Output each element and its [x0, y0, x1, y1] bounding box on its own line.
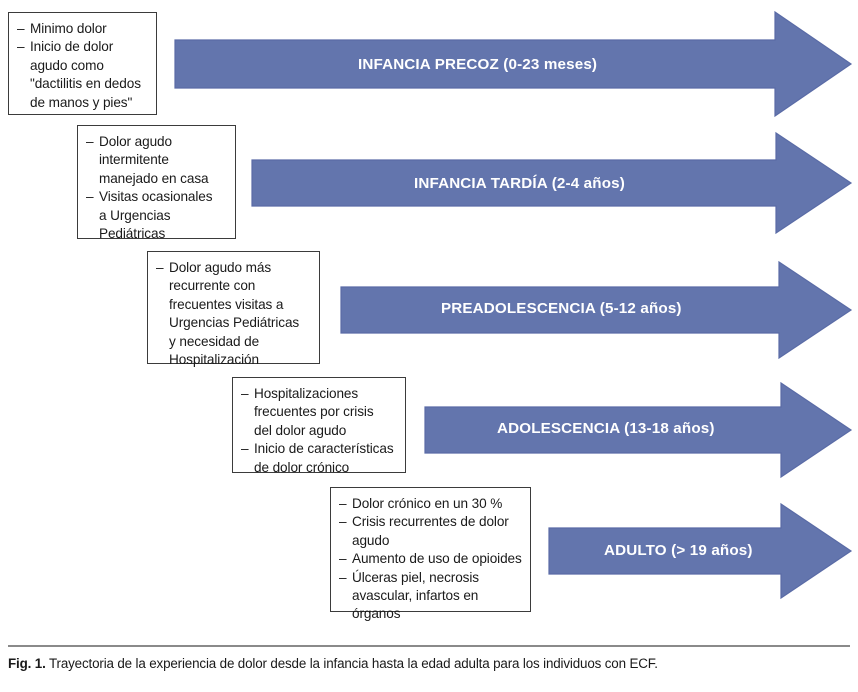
note-line: Hospitalizaciones [254, 386, 359, 401]
arrow-label-range-4: (> 19 años) [671, 542, 753, 559]
note-box-adulto: – Dolor crónico en un 30 % – Crisis recu… [330, 487, 531, 621]
note-line: Minimo dolor [30, 21, 107, 36]
arrow-label-range-3: (13-18 años) [624, 420, 715, 437]
bullet-dash: – [17, 21, 25, 36]
list-item: – Hospitalizaciones frecuentes por crisi… [241, 385, 397, 440]
note-list-4: – Dolor crónico en un 30 % – Crisis recu… [339, 495, 522, 624]
bullet-dash: – [241, 386, 249, 401]
note-line: "dactilitis en dedos [30, 76, 141, 92]
arrow-label-main-3: ADOLESCENCIA [497, 420, 620, 437]
figure-caption-text: Trayectoria de la experiencia de dolor d… [48, 656, 658, 671]
arrow-label-main-1: INFANCIA TARDÍA [414, 175, 548, 192]
note-box-preadolescencia: – Dolor agudo más recurrente con frecuen… [147, 251, 320, 367]
arrow-label-range-2: (5-12 años) [599, 300, 682, 317]
note-line: recurrente con [169, 278, 256, 294]
note-line: Crisis recurrentes de dolor [352, 514, 509, 530]
arrow-label-range-0: (0-23 meses) [503, 56, 598, 73]
note-list-3: – Hospitalizaciones frecuentes por crisi… [241, 385, 397, 477]
note-line: avascular, infartos en [352, 588, 479, 604]
list-item: – Aumento de uso de opioides [339, 550, 522, 568]
list-item: – Dolor agudo intermitente manejado en c… [86, 133, 227, 188]
bullet-dash: – [156, 260, 164, 275]
note-line: frecuentes por crisis [254, 404, 374, 420]
arrow-label-preadolescencia: PREADOLESCENCIA (5-12 años) [441, 300, 682, 317]
arrow-label-infancia-tardia: INFANCIA TARDÍA (2-4 años) [414, 175, 625, 192]
list-item: – Minimo dolor [17, 20, 148, 38]
list-item: – Dolor agudo más recurrente con frecuen… [156, 259, 311, 369]
arrow-infancia-precoz [174, 10, 853, 118]
note-line: de manos y pies" [30, 94, 133, 110]
arrow-preadolescencia [340, 260, 853, 360]
note-line: manejado en casa [99, 170, 209, 186]
note-line: intermitente [99, 152, 169, 168]
arrow-label-adolescencia: ADOLESCENCIA (13-18 años) [497, 420, 715, 437]
list-item: – Visitas ocasionales a Urgencias Pediát… [86, 188, 227, 243]
bullet-dash: – [339, 569, 347, 585]
arrow-infancia-tardia [251, 131, 853, 235]
list-item: – Inicio de características de dolor cró… [241, 440, 397, 477]
note-line: y necesidad de [169, 333, 260, 349]
caption-divider [8, 645, 850, 647]
note-line: del dolor agudo [254, 422, 347, 438]
list-item: – Úlceras piel, necrosis avascular, infa… [339, 569, 522, 624]
arrow-label-main-4: ADULTO [604, 542, 667, 559]
note-line: Visitas ocasionales [99, 189, 213, 205]
note-line: de dolor crónico [254, 459, 350, 475]
figure-diagram: INFANCIA PRECOZ (0-23 meses) – Minimo do… [8, 10, 853, 621]
figure-caption: Fig. 1. Trayectoria de la experiencia de… [8, 655, 850, 672]
note-line: Inicio de dolor [30, 39, 114, 55]
bullet-dash: – [339, 496, 347, 511]
arrow-label-infancia-precoz: INFANCIA PRECOZ (0-23 meses) [358, 56, 597, 73]
note-line: órganos [352, 606, 401, 622]
note-line: frecuentes visitas a [169, 296, 284, 312]
bullet-dash: – [17, 39, 25, 55]
note-list-1: – Dolor agudo intermitente manejado en c… [86, 133, 227, 243]
note-line: Hospitalización [169, 352, 259, 368]
note-list-2: – Dolor agudo más recurrente con frecuen… [156, 259, 311, 369]
bullet-dash: – [339, 551, 347, 567]
bullet-dash: – [339, 514, 347, 530]
figure-number: Fig. 1. [8, 656, 46, 671]
note-line: Inicio de características [254, 441, 394, 457]
list-item: – Inicio de dolor agudo como "dactilitis… [17, 38, 148, 112]
arrow-adolescencia [424, 381, 853, 479]
bullet-dash: – [86, 134, 94, 149]
bullet-dash: – [241, 441, 249, 457]
note-line: agudo [352, 532, 390, 548]
note-box-adolescencia: – Hospitalizaciones frecuentes por crisi… [232, 377, 406, 475]
note-line: Dolor agudo más [169, 260, 272, 275]
arrow-label-range-1: (2-4 años) [551, 175, 625, 192]
note-list-0: – Minimo dolor – Inicio de dolor agudo c… [17, 20, 148, 112]
note-line: Urgencias Pediátricas [169, 315, 300, 331]
note-line: agudo como [30, 57, 104, 73]
note-line: Úlceras piel, necrosis [352, 569, 479, 585]
note-line: Pediátricas [99, 226, 166, 242]
bullet-dash: – [86, 189, 94, 205]
note-line: Aumento de uso de opioides [352, 551, 522, 567]
note-box-infancia-precoz: – Minimo dolor – Inicio de dolor agudo c… [8, 12, 157, 115]
arrow-label-main-2: PREADOLESCENCIA [441, 300, 596, 317]
arrow-adulto [548, 502, 853, 600]
arrow-label-main-0: INFANCIA PRECOZ [358, 56, 499, 73]
list-item: – Dolor crónico en un 30 % [339, 495, 522, 513]
note-line: Dolor agudo [99, 134, 172, 149]
note-box-infancia-tardia: – Dolor agudo intermitente manejado en c… [77, 125, 236, 241]
arrow-label-adulto: ADULTO (> 19 años) [604, 542, 753, 559]
list-item: – Crisis recurrentes de dolor agudo [339, 513, 522, 550]
note-line: a Urgencias [99, 207, 171, 223]
note-line: Dolor crónico en un 30 % [352, 496, 503, 511]
